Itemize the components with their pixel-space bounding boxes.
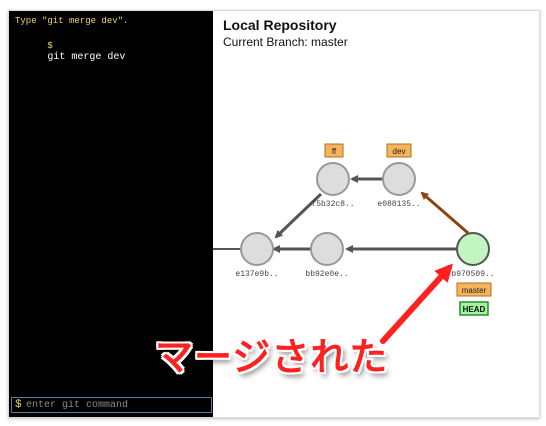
- branch-tag-master-label: master: [462, 286, 487, 295]
- input-prompt-symbol: $: [15, 399, 22, 411]
- branch-tag-master[interactable]: master: [456, 282, 492, 297]
- terminal-command-line: $ git merge dev: [15, 30, 125, 74]
- branch-tag-ff[interactable]: ff: [324, 143, 344, 158]
- commit-e088135[interactable]: [382, 162, 416, 196]
- commit-label-b970509: b970509..: [451, 270, 494, 279]
- git-command-input[interactable]: [26, 398, 206, 412]
- commit-b970509-head[interactable]: [456, 232, 490, 266]
- head-tag-label: HEAD: [463, 305, 486, 314]
- annotation-arrow: [380, 263, 454, 344]
- commit-label-bb92e0e: bb92e0e..: [305, 270, 348, 279]
- current-branch: Current Branch: master: [223, 35, 348, 49]
- terminal-command: git merge dev: [47, 52, 126, 63]
- commit-label-e137e9b: e137e9b..: [235, 270, 278, 279]
- commit-label-f5b32c8: f5b32c8..: [311, 200, 354, 209]
- terminal-hint: Type "git merge dev".: [15, 16, 129, 26]
- branch-tag-ff-label: ff: [332, 147, 337, 156]
- command-input-box[interactable]: $: [11, 397, 212, 413]
- merge-edge-b970509-to-e088135: [420, 191, 469, 235]
- branch-tag-dev[interactable]: dev: [386, 143, 412, 158]
- commit-e137e9b[interactable]: [240, 232, 274, 266]
- app-window: Type "git merge dev". $ git merge dev $ …: [8, 10, 540, 418]
- commit-graph: e137e9b.. bb92e0e.. f5b32c8.. e088135.. …: [213, 143, 495, 346]
- prompt-symbol: $: [47, 41, 53, 51]
- branch-tag-dev-label: dev: [393, 147, 406, 156]
- commit-f5b32c8[interactable]: [316, 162, 350, 196]
- edge-f5b32c8-to-e137e9b: [274, 192, 323, 239]
- terminal-panel: Type "git merge dev". $ git merge dev $: [9, 11, 213, 417]
- repository-title: Local Repository: [223, 17, 337, 33]
- commit-bb92e0e[interactable]: [310, 232, 344, 266]
- merge-caption: マージされた: [155, 337, 389, 379]
- head-tag[interactable]: HEAD: [459, 301, 489, 316]
- commit-label-e088135: e088135..: [377, 200, 420, 209]
